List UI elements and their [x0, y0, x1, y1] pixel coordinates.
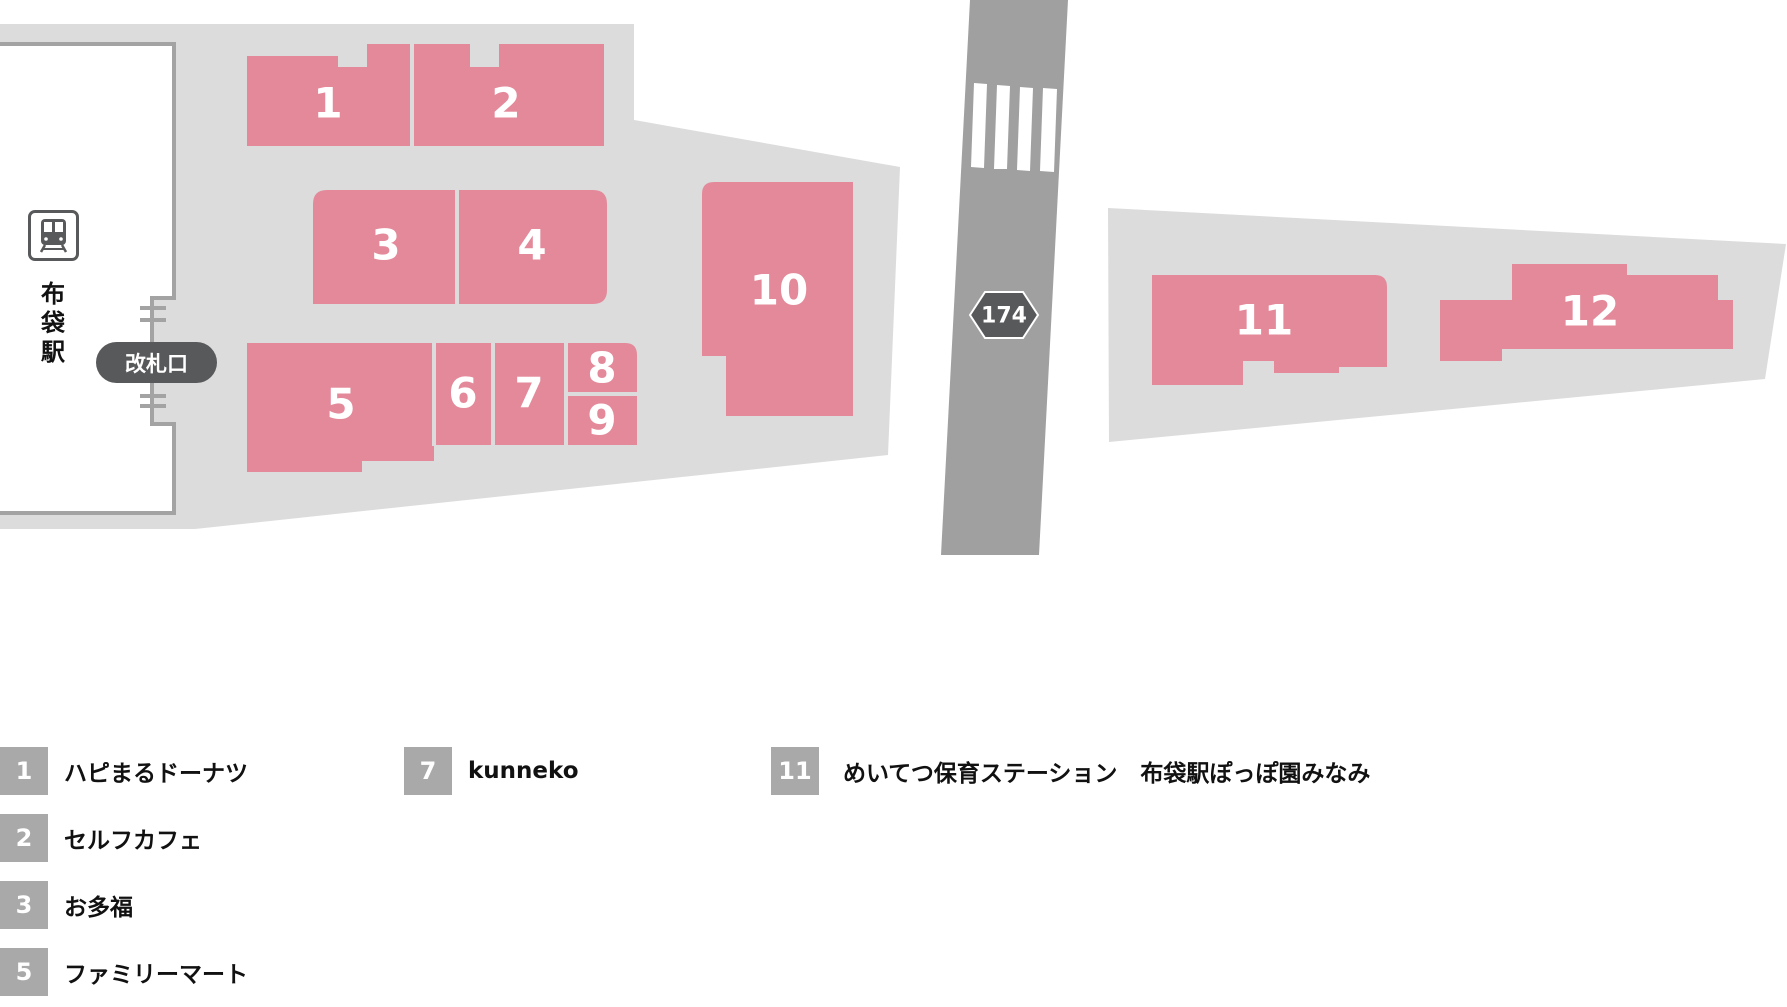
train-icon [28, 210, 79, 261]
legend-item[interactable]: 3 お多福 [0, 881, 133, 929]
shop-6-label: 6 [448, 369, 477, 418]
shop-2[interactable] [414, 44, 604, 146]
shop-7[interactable] [495, 343, 564, 445]
legend-number-badge: 3 [0, 881, 48, 929]
shop-5[interactable] [247, 343, 434, 472]
legend-shop-name: ファミリーマート [64, 962, 248, 988]
legend-number-badge: 11 [771, 747, 819, 795]
shop-12-label: 12 [1561, 287, 1619, 336]
legend-number-badge: 5 [0, 948, 48, 996]
ticket-gate-label[interactable]: 改札口 [96, 342, 217, 383]
crosswalk-stripe [1040, 88, 1057, 172]
legend-shop-name: kunneko [468, 758, 579, 784]
shop-1[interactable] [247, 44, 410, 146]
shop-1-label: 1 [313, 79, 342, 128]
shop-3[interactable] [313, 190, 455, 304]
legend-item[interactable]: 1 ハピまるドーナツ [0, 747, 248, 795]
shop-11[interactable] [1152, 275, 1387, 385]
shop-10-label: 10 [750, 266, 808, 315]
route-number: 174 [981, 304, 1027, 329]
legend-item[interactable]: 5 ファミリーマート [0, 948, 248, 996]
legend-item[interactable]: 7 kunneko [404, 747, 579, 795]
crosswalk-stripe [1017, 87, 1033, 171]
shop-8-label: 8 [587, 344, 616, 393]
shop-7-label: 7 [514, 369, 543, 418]
legend-item[interactable]: 2 セルフカフェ [0, 814, 202, 862]
legend-shop-name: めいてつ保育ステーション 布袋駅ぽっぽ園みなみ [843, 761, 1371, 787]
route-hexagon-sign: 174 [968, 290, 1040, 340]
legend-number-badge: 2 [0, 814, 48, 862]
station-name: 布袋駅 [41, 280, 65, 366]
legend-item[interactable]: 11 めいてつ保育ステーション 布袋駅ぽっぽ園みなみ [771, 747, 1370, 795]
shop-10[interactable] [702, 182, 853, 416]
legend-number-badge: 1 [0, 747, 48, 795]
shop-8[interactable] [568, 343, 637, 392]
legend-shop-name: ハピまるドーナツ [64, 761, 248, 787]
shop-9[interactable] [568, 396, 637, 445]
shop-9-label: 9 [587, 396, 616, 445]
station-building [0, 44, 174, 513]
shop-5-label: 5 [326, 380, 355, 429]
legend-shop-name: お多福 [64, 895, 133, 921]
shop-4-label: 4 [517, 221, 546, 270]
route-174-road [941, 0, 1068, 555]
crosswalk-stripe [971, 83, 987, 168]
shop-11-label: 11 [1235, 296, 1293, 345]
shop-4[interactable] [459, 190, 607, 304]
shop-6[interactable] [436, 343, 491, 445]
shop-2-label: 2 [491, 79, 520, 128]
shop-3-label: 3 [371, 221, 400, 270]
shop-12[interactable] [1440, 264, 1733, 361]
legend-number-badge: 7 [404, 747, 452, 795]
legend-shop-name: セルフカフェ [64, 828, 202, 854]
crosswalk-stripe [994, 85, 1010, 169]
